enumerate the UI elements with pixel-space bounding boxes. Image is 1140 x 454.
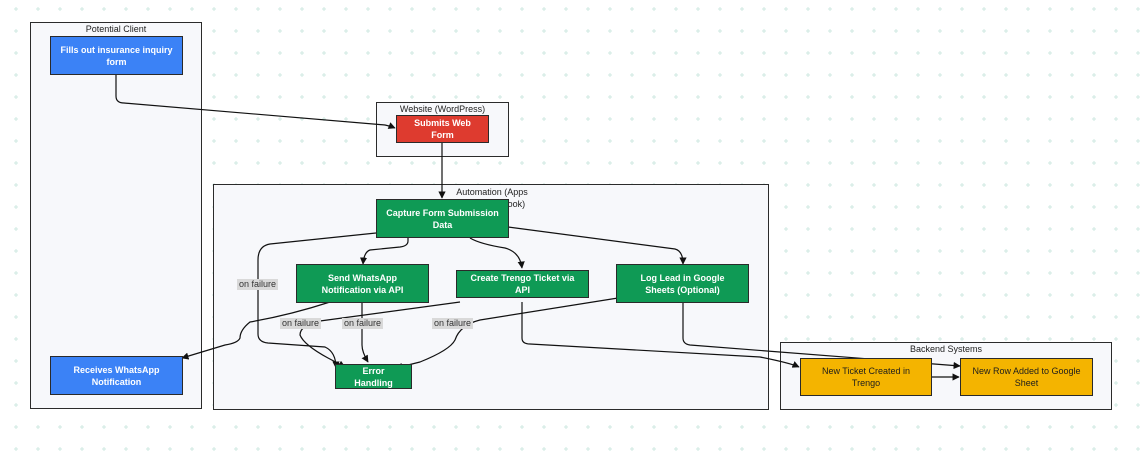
node-fills-out-form[interactable]: Fills out insurance inquiry form bbox=[50, 36, 183, 75]
node-new-row[interactable]: New Row Added to Google Sheet bbox=[960, 358, 1093, 396]
node-capture-data[interactable]: Capture Form Submission Data bbox=[376, 199, 509, 238]
edge-label-whatsapp-failure: on failure bbox=[280, 318, 322, 329]
edge-label-capture-failure: on failure bbox=[237, 279, 279, 290]
node-create-ticket[interactable]: Create Trengo Ticket via API bbox=[456, 270, 589, 298]
cluster-label-backend: Backend Systems bbox=[909, 344, 983, 354]
node-send-whatsapp[interactable]: Send WhatsApp Notification via API bbox=[296, 264, 429, 303]
cluster-label-client: Potential Client bbox=[85, 24, 147, 34]
node-new-ticket[interactable]: New Ticket Created in Trengo bbox=[800, 358, 932, 396]
edge-label-log-failure: on failure bbox=[432, 318, 474, 329]
node-receives-whatsapp[interactable]: Receives WhatsApp Notification bbox=[50, 356, 183, 395]
node-submits-web-form[interactable]: Submits Web Form bbox=[396, 115, 489, 143]
node-log-lead[interactable]: Log Lead in Google Sheets (Optional) bbox=[616, 264, 749, 303]
cluster-potential-client: Potential Client bbox=[30, 22, 202, 409]
cluster-label-website: Website (WordPress) bbox=[399, 104, 486, 114]
node-error-handling[interactable]: Error Handling bbox=[335, 364, 412, 389]
edge-label-ticket-failure: on failure bbox=[342, 318, 384, 329]
